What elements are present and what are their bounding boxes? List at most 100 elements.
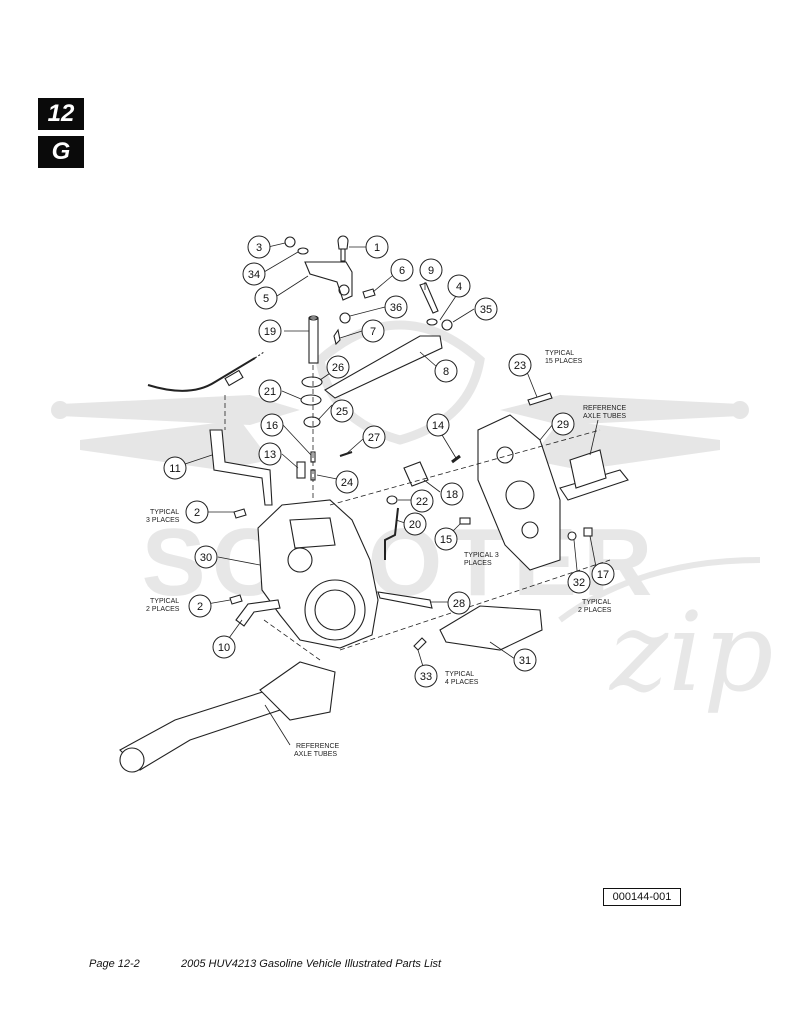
svg-text:34: 34 <box>248 269 260 281</box>
svg-text:11: 11 <box>169 463 180 475</box>
callout-29: 29 <box>551 412 575 436</box>
svg-text:26: 26 <box>332 362 344 374</box>
svg-text:AXLE TUBES: AXLE TUBES <box>294 751 337 758</box>
notes: TYPICAL 15 PLACES REFERENCE AXLE TUBES T… <box>146 350 627 758</box>
callout-13: 13 <box>258 442 282 466</box>
svg-text:4: 4 <box>456 281 462 293</box>
svg-text:3 PLACES: 3 PLACES <box>146 517 180 524</box>
svg-text:PLACES: PLACES <box>464 560 492 567</box>
svg-text:35: 35 <box>480 304 492 316</box>
callout-30: 30 <box>194 545 218 569</box>
note-typical-3b: TYPICAL 3 <box>464 552 499 559</box>
callout-27: 27 <box>362 425 386 449</box>
svg-text:8: 8 <box>443 366 449 378</box>
section-tab: G <box>38 136 84 168</box>
callout-33: 33 <box>414 664 438 688</box>
svg-text:21: 21 <box>264 386 276 398</box>
callout-36: 36 <box>384 295 408 319</box>
callout-6: 6 <box>390 258 414 282</box>
shift-cable <box>147 357 256 392</box>
svg-text:29: 29 <box>557 419 569 431</box>
callout-9: 9 <box>419 258 443 282</box>
svg-text:10: 10 <box>218 642 230 654</box>
drawing-number: 000144-001 <box>603 888 681 906</box>
callout-22: 22 <box>410 489 434 513</box>
svg-text:36: 36 <box>390 302 402 314</box>
watermark: SCOOTER zip <box>51 320 774 716</box>
svg-text:2 PLACES: 2 PLACES <box>146 606 180 613</box>
housing-cover <box>477 414 561 571</box>
svg-text:6: 6 <box>399 265 405 277</box>
svg-text:15 PLACES: 15 PLACES <box>545 358 583 365</box>
svg-text:14: 14 <box>432 420 444 432</box>
svg-text:19: 19 <box>264 326 276 338</box>
svg-text:2 PLACES: 2 PLACES <box>578 607 612 614</box>
note-typical-4: TYPICAL <box>445 671 474 678</box>
watermark-script: zip <box>608 588 774 716</box>
callout-35: 35 <box>474 297 498 321</box>
svg-text:4 PLACES: 4 PLACES <box>445 679 479 686</box>
svg-text:7: 7 <box>370 326 376 338</box>
callout-2a: 2 <box>185 500 209 524</box>
svg-text:2: 2 <box>197 601 203 613</box>
callout-15: 15 <box>434 527 458 551</box>
cable-bracket <box>209 429 273 506</box>
svg-text:18: 18 <box>446 489 458 501</box>
note-typical-2b: TYPICAL <box>582 599 611 606</box>
note-reference-axle-bottom: REFERENCE <box>296 743 340 750</box>
callout-10: 10 <box>212 635 236 659</box>
callout-16: 16 <box>260 413 284 437</box>
svg-text:22: 22 <box>416 496 428 508</box>
svg-text:1: 1 <box>374 242 380 254</box>
svg-text:31: 31 <box>519 655 531 667</box>
callout-18: 18 <box>440 482 464 506</box>
callout-21: 21 <box>258 379 282 403</box>
callout-34: 34 <box>242 262 266 286</box>
svg-text:3: 3 <box>256 242 262 254</box>
svg-text:13: 13 <box>264 449 276 461</box>
callout-26: 26 <box>326 355 350 379</box>
svg-text:9: 9 <box>428 265 434 277</box>
callout-32: 32 <box>567 570 591 594</box>
callout-25: 25 <box>330 399 354 423</box>
callout-1: 1 <box>365 235 389 259</box>
shaft <box>308 317 319 364</box>
footer-page-number: Page 12-2 <box>89 958 140 970</box>
svg-text:32: 32 <box>573 577 585 589</box>
svg-text:30: 30 <box>200 552 212 564</box>
svg-text:5: 5 <box>263 293 269 305</box>
callout-5: 5 <box>254 286 278 310</box>
note-typical-3a: TYPICAL <box>150 509 179 516</box>
callout-20: 20 <box>403 512 427 536</box>
note-reference-axle-top: REFERENCE <box>583 405 627 412</box>
svg-text:27: 27 <box>368 432 380 444</box>
svg-text:15: 15 <box>440 534 452 546</box>
callout-31: 31 <box>513 648 537 672</box>
callout-4: 4 <box>447 274 471 298</box>
callouts: 1 3 34 5 6 9 4 35 36 7 19 8 26 21 25 16 … <box>163 235 615 688</box>
callout-17: 17 <box>591 562 615 586</box>
callout-24: 24 <box>335 470 359 494</box>
svg-text:25: 25 <box>336 406 348 418</box>
footer-document-title: 2005 HUV4213 Gasoline Vehicle Illustrate… <box>181 958 442 970</box>
callout-8: 8 <box>434 359 458 383</box>
shift-arm <box>304 261 353 301</box>
svg-text:2: 2 <box>194 507 200 519</box>
callout-14: 14 <box>426 413 450 437</box>
ball-stud <box>337 235 349 250</box>
svg-text:33: 33 <box>420 671 432 683</box>
note-typical-15: TYPICAL <box>545 350 574 357</box>
callout-28: 28 <box>447 591 471 615</box>
callout-3: 3 <box>247 235 271 259</box>
svg-text:24: 24 <box>341 477 353 489</box>
chapter-tab: 12 <box>38 98 84 130</box>
skid-plate <box>439 605 543 651</box>
svg-text:17: 17 <box>597 569 609 581</box>
callout-7: 7 <box>361 319 385 343</box>
svg-text:16: 16 <box>266 420 278 432</box>
link-plate <box>324 335 443 399</box>
svg-text:23: 23 <box>514 360 526 372</box>
svg-text:AXLE TUBES: AXLE TUBES <box>583 413 626 420</box>
svg-text:28: 28 <box>453 598 465 610</box>
